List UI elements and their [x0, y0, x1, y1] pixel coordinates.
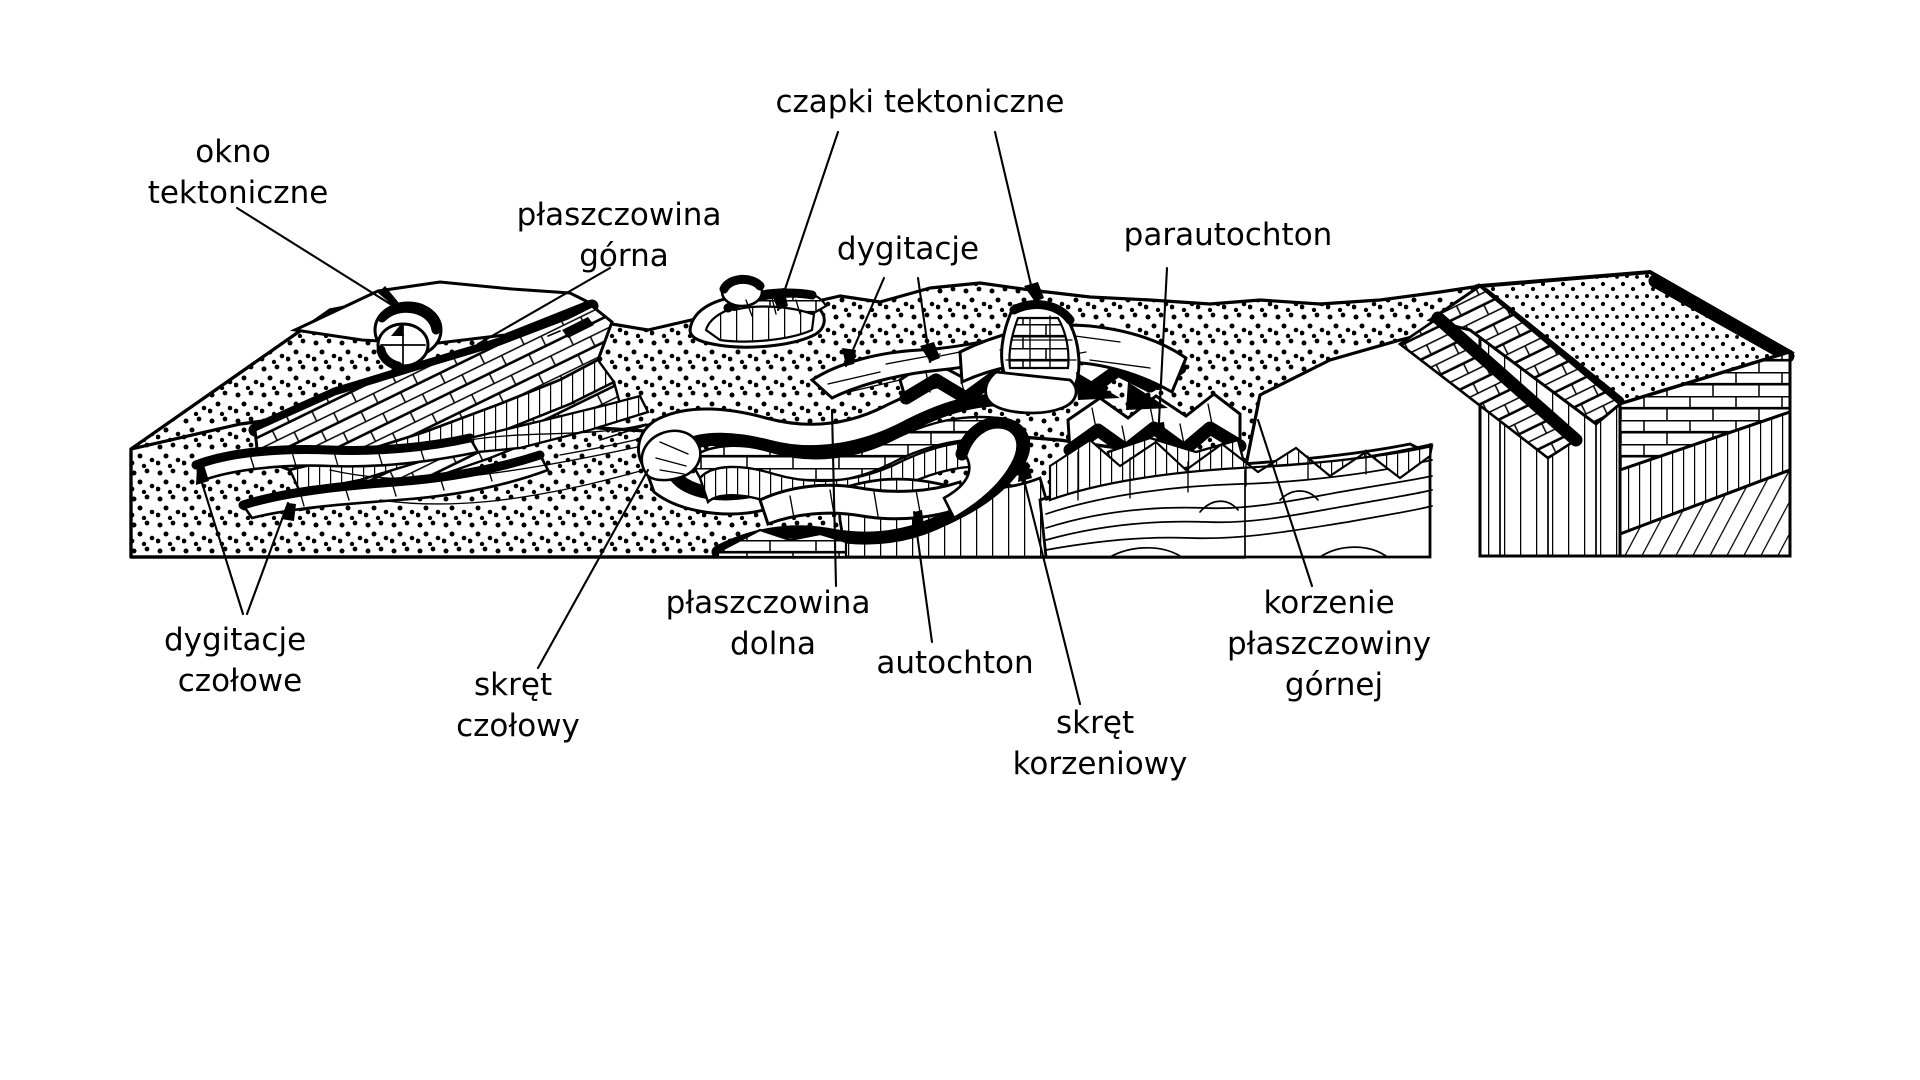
- label-skret-czolowy: skręt czołowy: [456, 667, 580, 744]
- label-skret-korzeniowy: skręt korzeniowy: [1013, 705, 1188, 782]
- label-korzenie-plaszczowiny-gornej: korzenie płaszczowiny górnej: [1227, 585, 1441, 703]
- leader-czapki-1: [776, 130, 840, 312]
- leader-plaszczowina-gorna: [476, 266, 612, 346]
- leader-autochton: [912, 510, 934, 644]
- label-dygitacje-czolowe: dygitacje czołowe: [164, 622, 316, 699]
- klippe-center: [984, 300, 1081, 415]
- leader-dygitacje-czolowe-2: [245, 501, 290, 616]
- leader-lines: [195, 130, 1314, 706]
- leader-dygitacje-czolowe-1: [195, 465, 245, 616]
- parautochthon: [1063, 372, 1248, 484]
- label-plaszczowina-dolna: płaszczowina dolna: [666, 585, 881, 662]
- leader-plaszczowina-dolna: [830, 408, 838, 588]
- frontal-digitations: [191, 394, 701, 520]
- leader-korzenie: [1256, 418, 1314, 588]
- klippe-left: [688, 274, 828, 349]
- label-parautochton: parautochton: [1124, 217, 1333, 253]
- label-okno-tektoniczne: okno tektoniczne: [148, 134, 329, 211]
- leader-okno-tektoniczne: [235, 206, 397, 309]
- root-zone-basement: [1038, 438, 1434, 559]
- label-plaszczowina-gorna: płaszczowina górna: [517, 197, 732, 274]
- tectonic-window: [373, 301, 443, 371]
- right-end-block: [1397, 269, 1796, 558]
- leader-parautochton: [1156, 266, 1169, 442]
- label-dygitacje: dygitacje: [837, 231, 979, 267]
- block-diagram-body: [129, 269, 1796, 559]
- label-autochton: autochton: [876, 645, 1033, 681]
- leader-skret-czolowy: [536, 468, 650, 670]
- labels-layer: okno tektoniczne płaszczowina górna czap…: [148, 84, 1441, 782]
- label-czapki-tektoniczne: czapki tektoniczne: [775, 84, 1064, 120]
- leader-czapki-2: [993, 130, 1037, 304]
- leader-skret-korzeniowy: [1018, 462, 1082, 706]
